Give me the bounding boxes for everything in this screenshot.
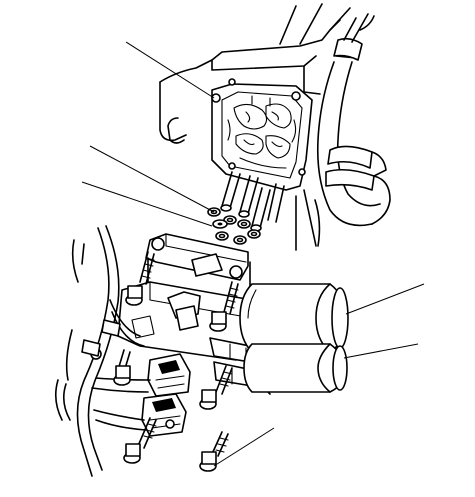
- bolt-3: [113, 349, 131, 386]
- callout-leaders: [81, 41, 425, 467]
- leader-washer: [89, 145, 215, 213]
- leader-solenoid-upper: [345, 283, 425, 315]
- o-rings: [207, 207, 261, 245]
- bolt-2: [209, 281, 239, 332]
- bolt-6: [199, 431, 229, 472]
- leader-solenoid-lower: [343, 343, 419, 359]
- leader-flange-bolt: [213, 427, 275, 467]
- leader-valve-body: [125, 41, 215, 99]
- coolant-hose: [316, 13, 391, 227]
- connectors: [141, 353, 191, 437]
- washer: [212, 219, 228, 229]
- flange-bolts: [113, 251, 239, 472]
- bolt-1: [125, 251, 155, 306]
- solenoid-lower: [243, 343, 348, 393]
- leader-o-rings: [81, 181, 213, 227]
- solenoid-upper: [239, 283, 349, 353]
- valve-body: [211, 78, 313, 191]
- wiring-harness: [54, 225, 151, 477]
- bolt-4: [199, 365, 233, 410]
- bolt-5: [123, 417, 157, 464]
